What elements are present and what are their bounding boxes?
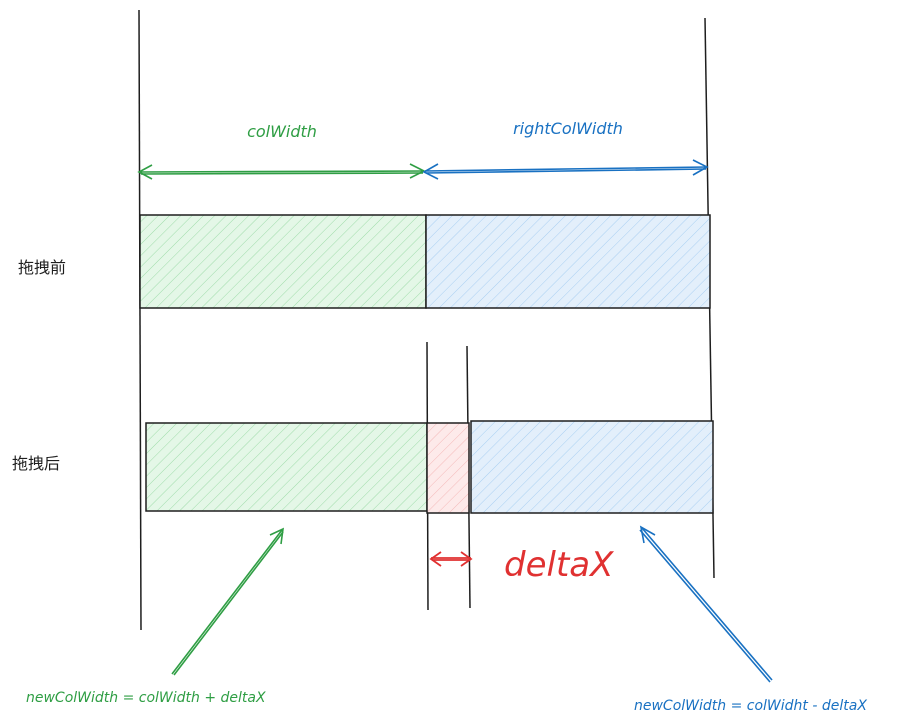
col-width-label: colWidth — [247, 122, 317, 141]
after-right-column — [470, 420, 714, 514]
right-formula: newColWidth = colWidht - deltaX — [634, 698, 867, 714]
delta-x-label: deltaX — [504, 545, 614, 585]
before-left-column — [139, 214, 427, 309]
left-formula-arrow — [171, 527, 284, 676]
after-drag-label: 拖拽后 — [12, 454, 60, 473]
right-col-width-label: rightColWidth — [513, 119, 623, 138]
before-drag-label: 拖拽前 — [18, 258, 66, 277]
left-formula: newColWidth = colWidth + deltaX — [26, 690, 266, 706]
col-width-arrow — [137, 163, 426, 180]
delta-region — [426, 422, 470, 514]
before-right-column — [425, 214, 711, 309]
right-formula-arrow — [639, 525, 773, 683]
after-left-column — [145, 422, 428, 512]
right-col-width-arrow — [422, 159, 709, 180]
delta-x-arrow — [429, 551, 473, 567]
left-guide-line — [138, 9, 142, 631]
